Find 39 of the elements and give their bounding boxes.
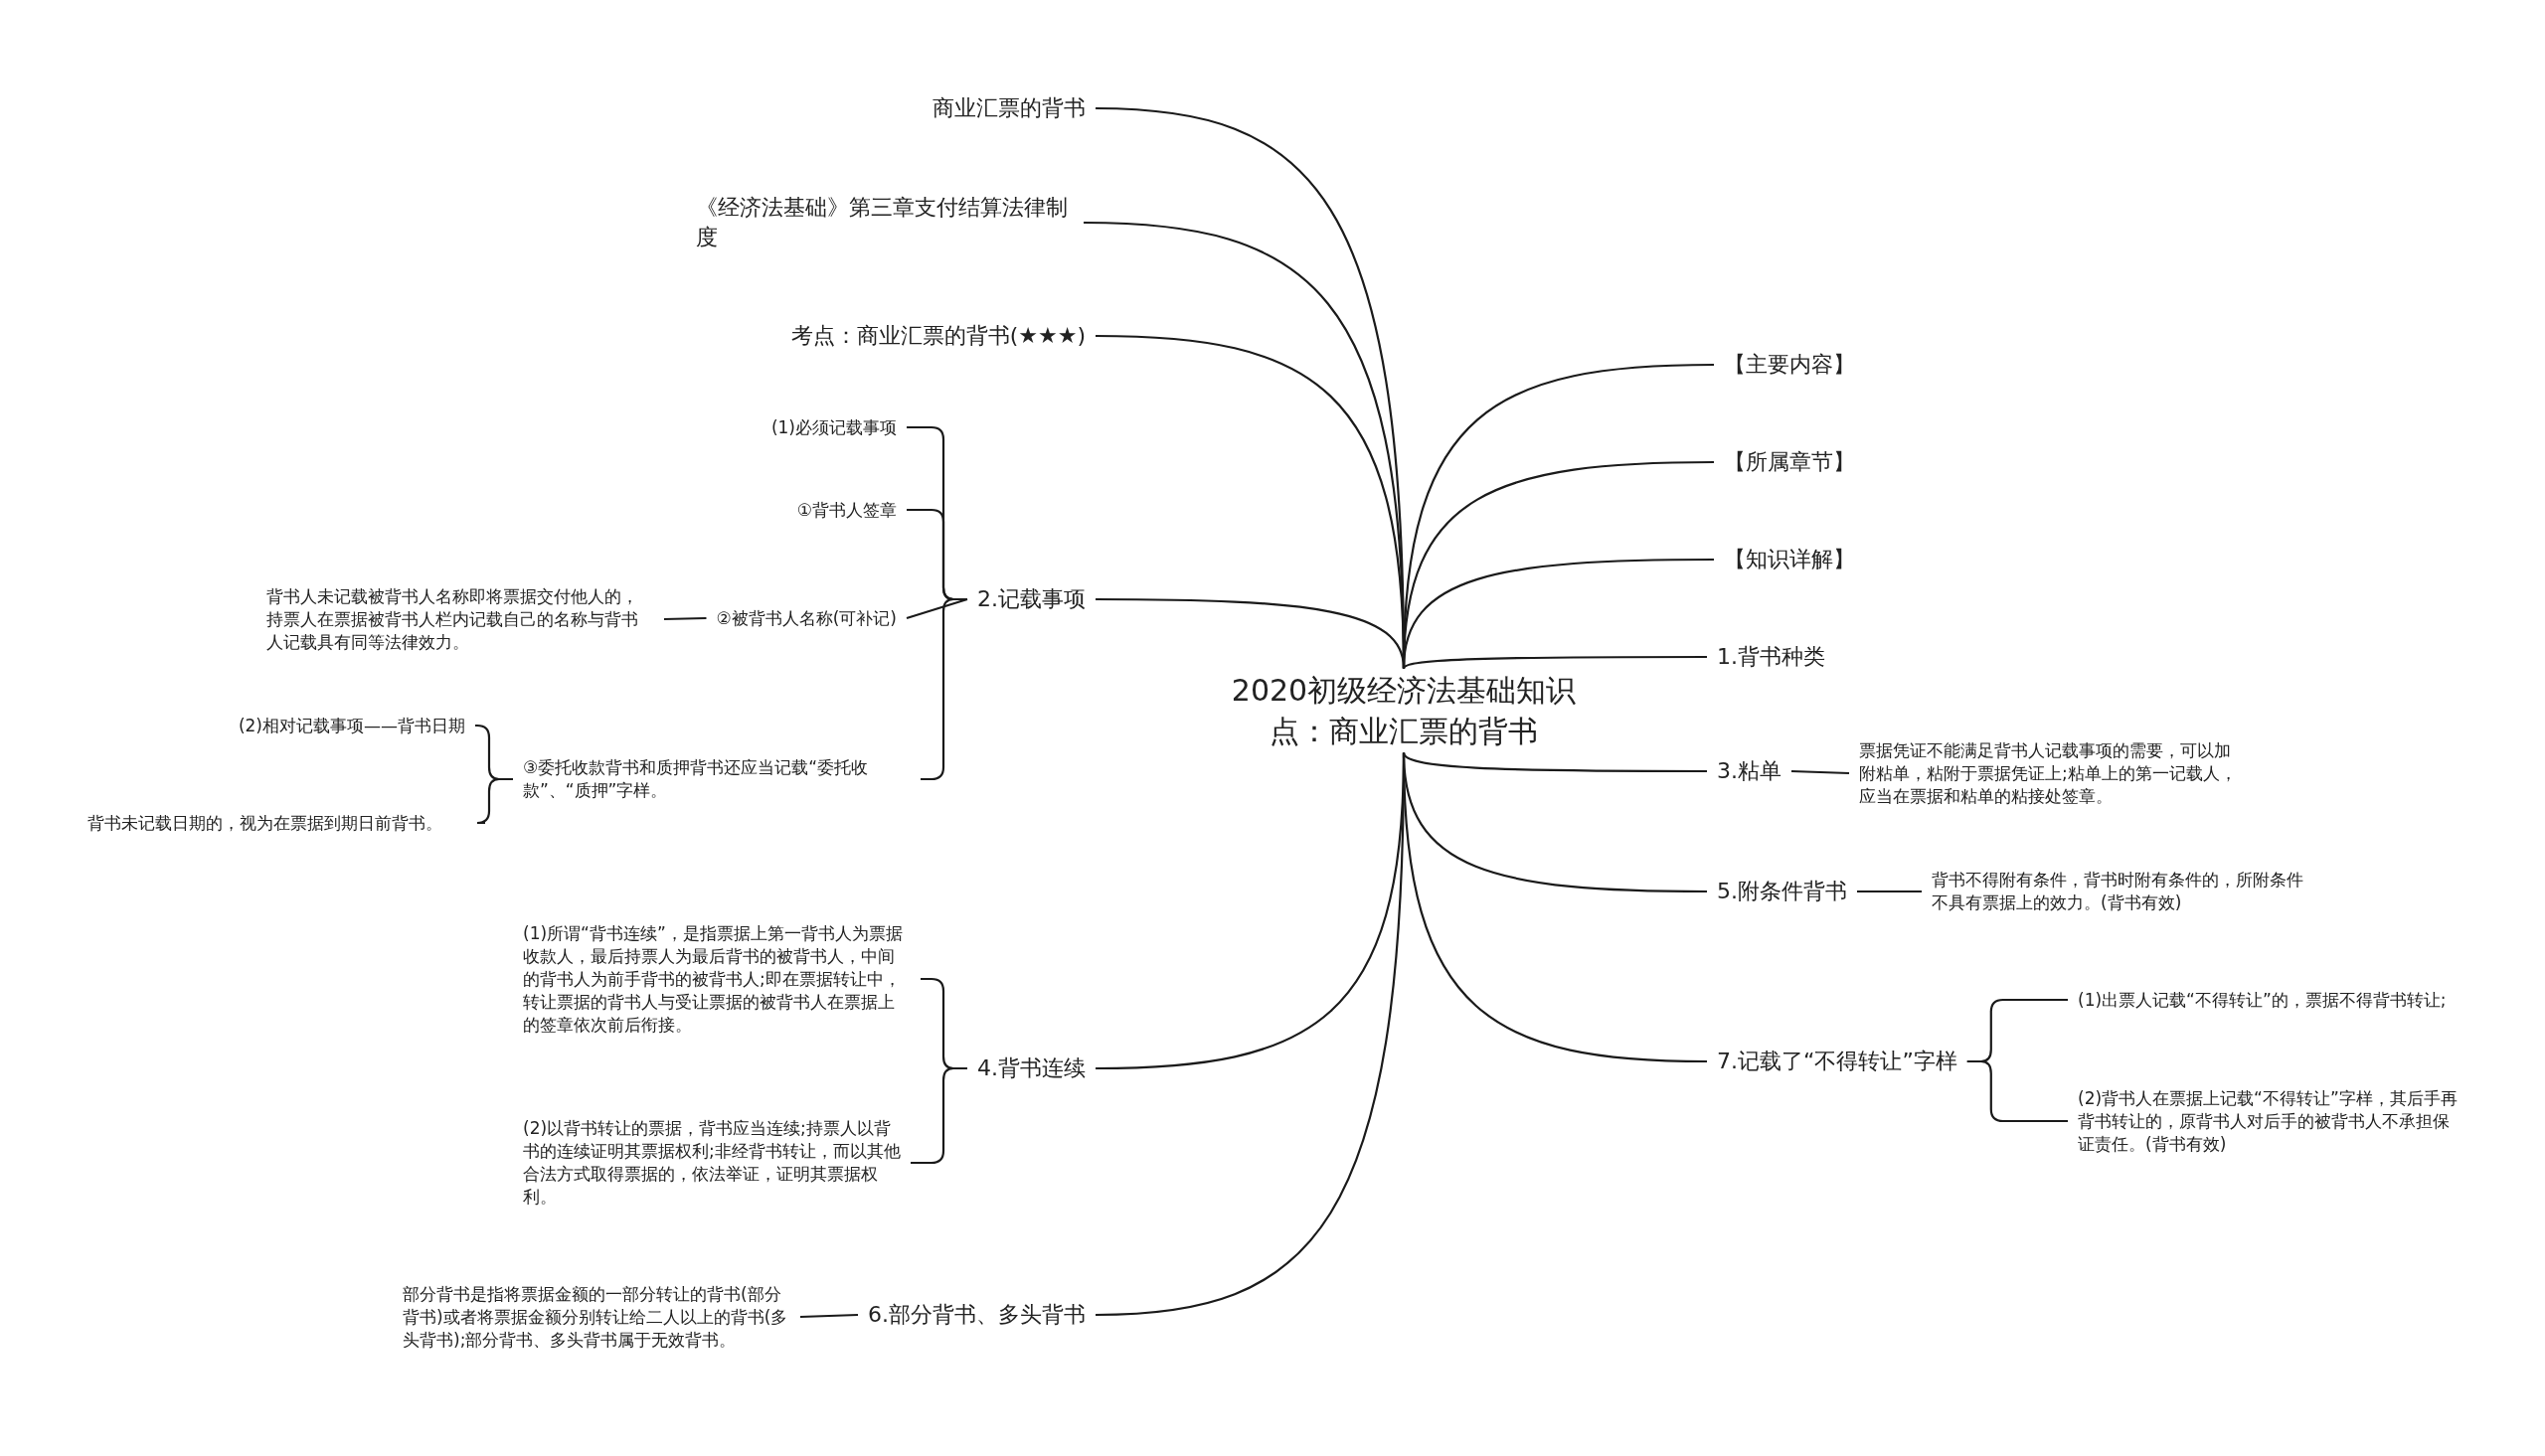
topic-text: (2)以背书转让的票据，背书应当连续;持票人以背书的连续证明其票据权利;非经背书转让，而以其他合法方式取得票据的，依法举证，证明其票据权利。 <box>523 1117 901 1209</box>
topic-text: (1)出票人记载“不得转让”的，票据不得背书转让; <box>2078 988 2448 1012</box>
connector-line <box>475 777 513 825</box>
connector-line <box>1403 655 1707 670</box>
connector-line <box>1966 1059 2068 1123</box>
topic-text: 部分背书是指将票据金额的一部分转让的背书(部分背书)或者将票据金额分别转让给二人以上的背书(多头背书);部分背书、多头背书属于无效背书。 <box>403 1282 789 1352</box>
topic-text: (2)背书人在票据上记载“不得转让”字样，其后手再背书转让的，原背书人对后手的被背书人不承担保证责任。(背书有效) <box>2078 1086 2459 1156</box>
topic-text: 背书不得附有条件，背书时附有条件的，所附条件不具有票据上的效力。(背书有效) <box>1932 869 2304 914</box>
topic-text: ③委托收款背书和质押背书还应当记载“委托收款”、“质押”字样。 <box>523 756 870 802</box>
connector-line <box>906 597 968 620</box>
topic-text: (1)必须记载事项 <box>770 415 897 439</box>
topic-text: 7.记载了“不得转让”字样 <box>1717 1048 1957 1076</box>
topic-text: 6.部分背书、多头背书 <box>868 1301 1086 1330</box>
topic-text: (1)所谓“背书连续”，是指票据上第一背书人为票据收款人，最后持票人为最后背书的被背书人，中间的背书人为前手背书的被背书人;即在票据转让中，转让票据的背书人与受让票据的被背书人在票据上的签章依次前后衔接。 <box>523 921 904 1037</box>
connector-line <box>1790 769 1850 775</box>
topic-text: 背书人未记载被背书人名称即将票据交付他人的，持票人在票据被背书人栏内记载自己的名称与背书人记载具有同等法律效力。 <box>266 584 639 654</box>
topic-text: 商业汇票的背书 <box>933 94 1086 123</box>
topic-text: (2)相对记载事项——背书日期 <box>238 714 465 737</box>
topic-text: 【知识详解】 <box>1724 546 1855 574</box>
topic-text: 5.附条件背书 <box>1717 878 1847 906</box>
connector-line <box>799 1313 859 1319</box>
topic-text: 2.记载事项 <box>977 585 1086 614</box>
connector-line <box>1402 558 1714 669</box>
topic-text: ①背书人签章 <box>796 498 897 522</box>
topic-text: 2020初级经济法基础知识点：商业汇票的背书 <box>1230 671 1578 749</box>
topic-text: 票据凭证不能满足背书人记载事项的需要，可以加附粘单，粘附于票据凭证上;粘单上的第一记载人，应当在票据和粘单的粘接处签章。 <box>1859 738 2238 808</box>
topic-text: 1.背书种类 <box>1717 643 1825 672</box>
topic-text: 《经济法基础》第三章支付结算法律制度 <box>696 194 1069 251</box>
topic-text: 3.粘单 <box>1717 757 1782 786</box>
topic-text: 【主要内容】 <box>1724 351 1855 380</box>
topic-text: 考点：商业汇票的背书(★★★) <box>790 322 1086 351</box>
topic-text: 【所属章节】 <box>1724 448 1855 477</box>
topic-text: ②被背书人名称(可补记) <box>716 606 897 630</box>
connector-line <box>1403 752 1707 773</box>
connector-line <box>663 616 707 621</box>
topic-text: 背书未记载日期的，视为在票据到期日前背书。 <box>87 811 443 835</box>
connector-line <box>1857 890 1922 893</box>
connector-line <box>1402 752 1708 1063</box>
topic-text: 4.背书连续 <box>977 1054 1086 1083</box>
